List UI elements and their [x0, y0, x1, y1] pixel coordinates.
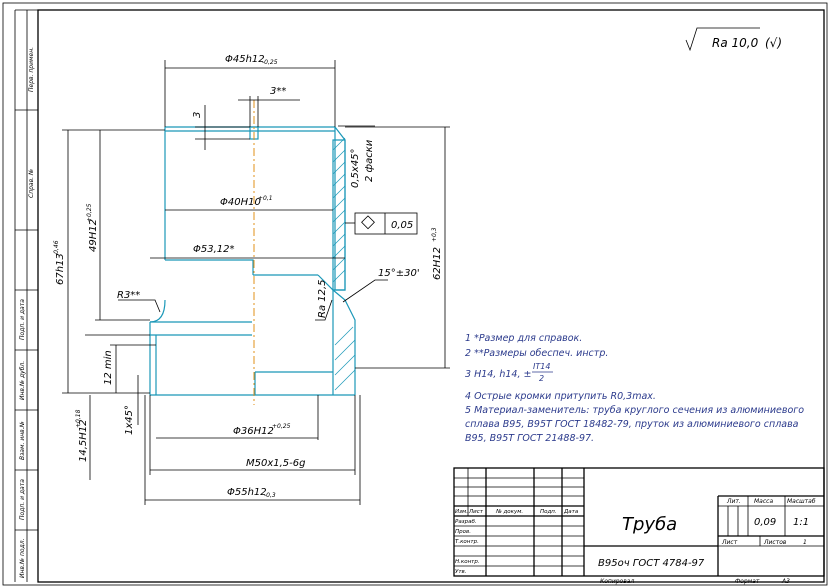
dimension-texts: Φ45h12 -0,25 3** 3 Φ40H10 +0,1 Φ53,12* 0…: [53, 54, 443, 499]
chamfer-bot: 1x45°: [124, 405, 135, 435]
dim-d62-tol: +0,3: [431, 227, 438, 242]
dim-d36-tol: +0,25: [272, 423, 291, 430]
part-outline: [149, 100, 356, 405]
tb-massa: Масса: [754, 498, 773, 505]
tb-part-name: Труба: [622, 514, 677, 535]
side-label-podp1: Подп. и дата: [19, 299, 26, 340]
dim-l67: 67h13: [55, 253, 66, 285]
notes: 1 *Размер для справок. 2 **Размеры обесп…: [465, 333, 804, 444]
dim-l14-tol: +0,18: [75, 409, 82, 428]
tb-col-doc: № докум.: [495, 509, 523, 515]
note-3: 3 H14, h14, ±: [465, 369, 531, 380]
note-5c: В95, В95Т ГОСТ 21488-97.: [465, 433, 594, 444]
dim-l14: 14,5H12: [78, 419, 89, 462]
tb-sheets-value: 1: [803, 539, 807, 546]
chamfer-top: 0,5x45°: [350, 148, 361, 188]
tb-col-sign: Подп.: [540, 509, 557, 515]
format-label: Формат: [735, 578, 760, 585]
dim-m50: M50x1,5-6g: [246, 458, 306, 469]
note-5a: 5 Материал-заменитель: труба круглого се…: [465, 405, 804, 416]
tb-col-izm: Изм.: [455, 509, 468, 515]
tb-material: В95оч ГОСТ 4784-97: [598, 558, 705, 569]
note-3-den: 2: [539, 374, 544, 383]
dim-d62: 62H12: [432, 247, 443, 280]
tb-row-tkontr: Т.контр.: [455, 539, 479, 545]
dim-d55: Φ55h12: [227, 487, 267, 498]
chamfer-top-2: 2 фаски: [364, 139, 375, 182]
dim-l67-tol: -0,46: [53, 240, 60, 256]
side-label-inv-podl: Инв.№ подл.: [19, 538, 26, 578]
tolerance-value: 0,05: [391, 220, 413, 231]
note-2: 2 **Размеры обеспеч. инстр.: [465, 348, 608, 359]
tb-col-date: Дата: [563, 509, 579, 515]
tb-lit: Лит.: [726, 498, 741, 505]
title-block: Изм. Лист № докум. Подп. Дата Разраб. Пр…: [453, 467, 825, 577]
roughness-text: Ra 10,0: [712, 36, 759, 50]
copied-label: Копировал: [600, 578, 634, 585]
dim-r3: R3**: [117, 290, 140, 301]
format-value: А3: [781, 578, 790, 585]
tb-masshtab: Масштаб: [787, 498, 816, 505]
dim-ra125: Ra 12,5: [317, 279, 328, 318]
note-1: 1 *Размер для справок.: [465, 333, 582, 344]
bottom-strip: Копировал Формат А3: [600, 578, 790, 585]
inner-frame: [37, 9, 825, 583]
dim-d40: Φ40H10: [220, 197, 261, 208]
note-5b: сплава В95, В95Т ГОСТ 18482-79, пруток и…: [465, 419, 799, 430]
tb-sheet: Лист: [721, 539, 738, 546]
tb-row-utv: Утв.: [455, 569, 467, 575]
dim-d36: Φ36H12: [233, 426, 274, 437]
side-label-inv-dubl: Инв.№ дубл.: [19, 361, 26, 400]
dim-d45: Φ45h12: [225, 54, 265, 65]
dimension-lines: [62, 60, 450, 505]
roughness-suffix: (√): [765, 36, 782, 50]
tb-sheets: Листов: [763, 539, 787, 546]
side-label-podp2: Подп. и дата: [19, 479, 26, 520]
tb-mass-value: 0,09: [754, 517, 776, 528]
roughness-symbol: Ra 10,0 (√): [685, 27, 782, 52]
note-3-num: IT14: [533, 362, 550, 371]
tb-row-nkontr: Н.контр.: [455, 559, 480, 565]
dim-d55-tol: -0,3: [264, 492, 276, 499]
side-strip: Перв. примен. Справ. № Подп. и дата Инв.…: [14, 9, 38, 582]
dim-3ss: 3**: [270, 86, 286, 97]
dim-l49-tol: +0,25: [86, 203, 93, 222]
note-4: 4 Острые кромки притупить R0,3max.: [465, 391, 656, 402]
dim-d45-tol: -0,25: [262, 59, 278, 66]
side-label-vzam: Взам. инв.№: [19, 421, 26, 460]
dim-d40-tol: +0,1: [258, 195, 273, 202]
dim-l12: 12 min: [103, 350, 114, 385]
tolerance-frame: 0,05: [345, 212, 418, 235]
tb-scale-value: 1:1: [793, 517, 809, 528]
side-label-perv: Перв. примен.: [28, 47, 35, 92]
dim-l49: 49H12: [88, 219, 99, 252]
dim-angle: 15°±30': [378, 268, 420, 279]
side-label-sprav: Справ. №: [28, 169, 35, 198]
tb-row-razrab: Разраб.: [455, 519, 477, 525]
dim-d53: Φ53,12*: [193, 244, 235, 255]
tb-col-list: Лист: [468, 509, 484, 515]
dim-3: 3: [192, 112, 203, 118]
tb-row-prov: Пров.: [455, 529, 471, 535]
